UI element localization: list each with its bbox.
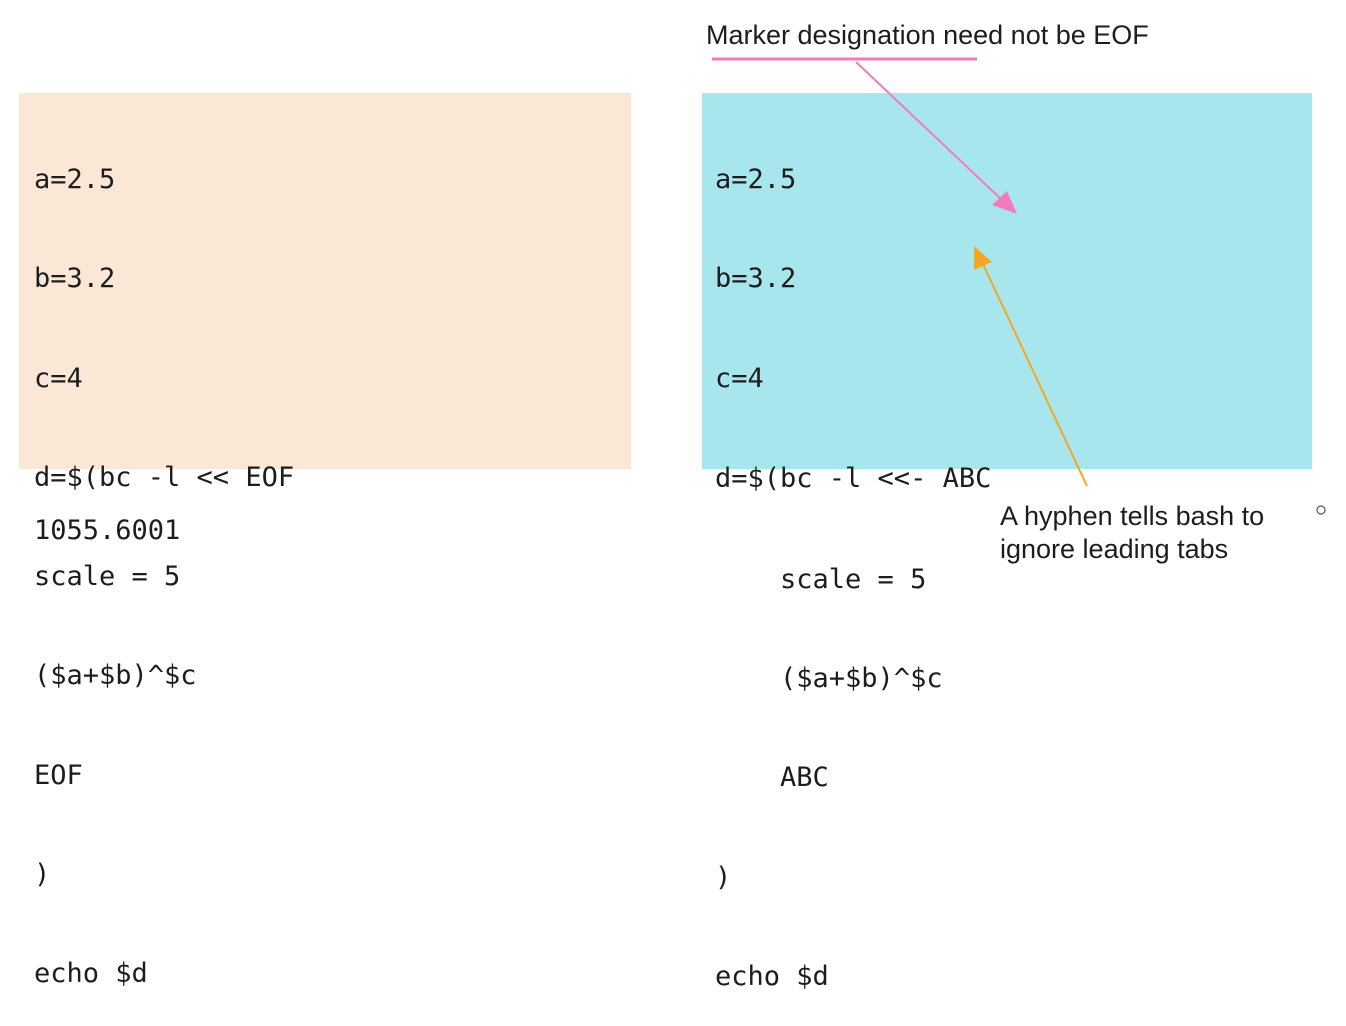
left-code-box <box>19 93 631 469</box>
marker-note: Marker designation need not be EOF <box>706 20 1149 50</box>
code-line: EOF <box>34 759 83 791</box>
annotation-arrows <box>712 57 1326 515</box>
code-line: echo $d <box>715 961 829 993</box>
code-line: c=4 <box>715 362 764 394</box>
code-line: ) <box>34 859 51 891</box>
hyphen-note-line: ignore leading tabs <box>1000 534 1229 564</box>
hyphen-note-line: A hyphen tells bash to <box>1000 501 1265 531</box>
code-line: ($a+$b)^$c <box>34 660 197 692</box>
code-line: a=2.5 <box>34 164 116 195</box>
output-value: 1055.6001 <box>34 515 181 546</box>
code-line: ($a+$b)^$c <box>715 663 943 695</box>
code-line: b=3.2 <box>715 263 797 295</box>
hyphen-arrowhead <box>974 246 992 270</box>
code-line: a=2.5 <box>715 164 797 195</box>
cursor-icon <box>1316 505 1326 515</box>
marker-arrowhead <box>992 191 1017 214</box>
code-line: d=$(bc -l << EOF <box>34 461 295 493</box>
hyphen-arrow-line <box>981 261 1088 487</box>
code-line: b=3.2 <box>34 263 116 295</box>
right-code-box <box>702 93 1312 469</box>
code-line: c=4 <box>34 362 83 394</box>
code-line: d=$(bc -l <<- ABC <box>715 462 992 494</box>
code-line: ABC <box>715 762 829 794</box>
marker-arrow-line <box>855 61 1003 201</box>
code-line: echo $d <box>34 958 148 990</box>
code-line: ) <box>715 861 732 893</box>
hyphen-note: A hyphen tells bash to ignore leading ta… <box>1000 500 1340 566</box>
